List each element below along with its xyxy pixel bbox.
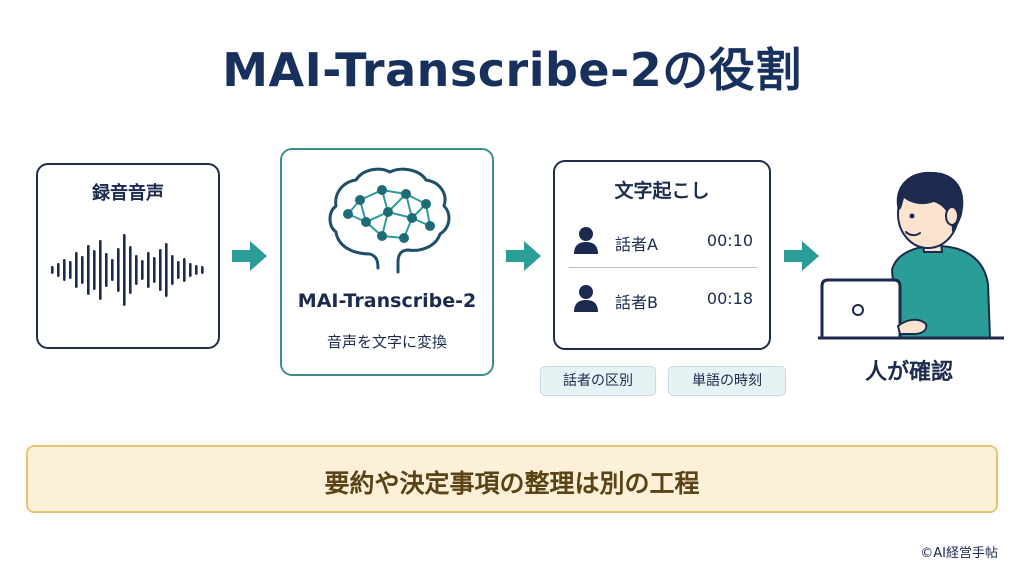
- waveform-icon: [51, 234, 204, 306]
- person-icon: [574, 227, 598, 254]
- model-box: MAI-Transcribe-2 音声を文字に変換: [280, 148, 494, 376]
- audio-box: 録音音声: [36, 163, 220, 349]
- brain-network-icon: [328, 167, 451, 274]
- arrow-right-icon: [232, 239, 268, 273]
- waveform-bar: [171, 255, 174, 285]
- waveform-bar: [177, 261, 180, 279]
- waveform-bar: [189, 263, 192, 277]
- waveform-bar: [147, 252, 150, 288]
- person-at-laptop-icon: [818, 171, 1004, 340]
- model-subtitle: 音声を文字に変換: [326, 333, 447, 351]
- speaker-name: 話者B: [615, 293, 658, 312]
- tag-word-timestamps: 単語の時刻: [668, 366, 786, 396]
- waveform-bar: [57, 263, 60, 277]
- waveform-bar: [63, 259, 66, 281]
- speaker-timestamp: 00:18: [706, 289, 753, 308]
- waveform-bar: [135, 255, 138, 285]
- waveform-bar: [123, 234, 126, 306]
- speaker-row: 話者B 00:18: [573, 284, 753, 314]
- waveform-bar: [93, 250, 96, 290]
- speaker-name: 話者A: [615, 235, 658, 254]
- model-name: MAI-Transcribe-2: [297, 290, 477, 312]
- waveform-bar: [201, 266, 204, 274]
- arrow-right-icon: [506, 239, 542, 273]
- waveform-bar: [81, 256, 84, 284]
- waveform-bar: [99, 240, 102, 300]
- waveform-bar: [69, 261, 72, 279]
- note-banner: 要約や決定事項の整理は別の工程: [26, 445, 998, 513]
- credit-text: ©AI経営手帖: [920, 546, 998, 561]
- waveform-bar: [159, 249, 162, 291]
- speaker-timestamp: 00:10: [706, 231, 753, 250]
- page-title: MAI-Transcribe-2の役割: [222, 43, 802, 97]
- waveform-bar: [195, 265, 198, 275]
- person-icon: [574, 285, 598, 312]
- waveform-bar: [111, 259, 114, 281]
- speaker-row: 話者A 00:10: [573, 226, 753, 256]
- waveform-bar: [165, 243, 168, 297]
- arrow-right-icon: [784, 239, 820, 273]
- waveform-bar: [153, 257, 156, 283]
- tag-speaker-distinction: 話者の区別: [540, 366, 656, 396]
- waveform-bar: [105, 253, 108, 287]
- waveform-bar: [117, 248, 120, 292]
- waveform-bar: [129, 246, 132, 294]
- note-banner-text: 要約や決定事項の整理は別の工程: [324, 469, 700, 498]
- audio-box-heading: 録音音声: [92, 183, 164, 204]
- row-divider: [569, 267, 757, 268]
- waveform-bar: [87, 245, 90, 295]
- transcript-box-heading: 文字起こし: [614, 180, 710, 202]
- waveform-bar: [141, 260, 144, 280]
- transcript-box: 文字起こし 話者A 00:10 話者B 00:18: [553, 160, 771, 350]
- waveform-bar: [75, 252, 78, 288]
- waveform-bar: [51, 266, 54, 274]
- human-review-label: 人が確認: [864, 360, 953, 385]
- waveform-bar: [183, 258, 186, 282]
